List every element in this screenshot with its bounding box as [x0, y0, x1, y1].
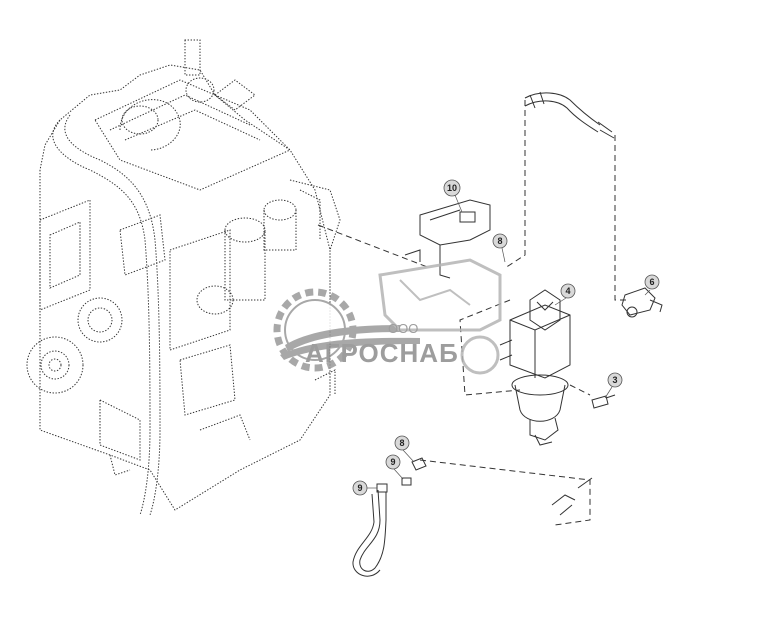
fuel-hose-top: [524, 91, 615, 139]
engine-drawing: [26, 39, 341, 516]
callout-6: 6: [644, 274, 660, 290]
callout-label: 6: [649, 277, 654, 287]
fitting-8-bottom: [411, 457, 427, 471]
gear-field-harvester-logo: [273, 258, 502, 375]
callout-label: 10: [447, 183, 457, 193]
watermark-company-name: АГРОСНАБ: [305, 338, 459, 368]
callout-8-bottom: 8: [394, 435, 410, 451]
callout-4: 4: [560, 283, 576, 299]
pressure-sensor: [621, 287, 663, 318]
fuel-hose-bottom: [352, 477, 593, 577]
leader-lines: [367, 194, 651, 489]
fitting-9-mid: [401, 477, 412, 486]
callout-9-mid: 9: [385, 454, 401, 470]
fuel-filter-assembly: [499, 289, 571, 446]
callout-8-top: 8: [492, 233, 508, 249]
callout-label: 4: [565, 286, 570, 296]
bolt: [591, 394, 616, 409]
routing-lines: [317, 100, 628, 526]
callout-label: 8: [399, 438, 404, 448]
callout-label: 9: [390, 457, 395, 467]
callout-9-left: 9: [352, 480, 368, 496]
watermark: ООО АГРОСНАБ: [273, 258, 502, 375]
callout-3: 3: [607, 372, 623, 388]
mounting-bracket: [404, 199, 491, 279]
callout-10: 10: [443, 179, 461, 197]
callout-label: 8: [497, 236, 502, 246]
callout-label: 9: [357, 483, 362, 493]
callout-label: 3: [612, 375, 617, 385]
watermark-company-type: ООО: [388, 321, 418, 336]
